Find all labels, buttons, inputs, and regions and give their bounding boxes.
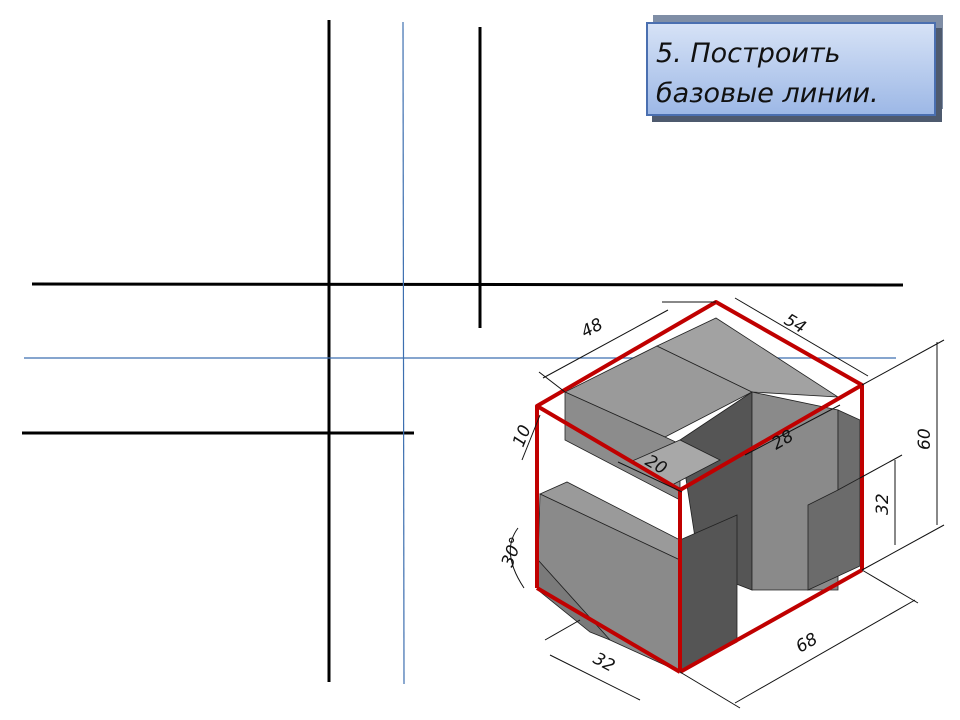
dim-ext-60a <box>861 339 945 386</box>
dim-label-68: 68 <box>793 629 822 657</box>
bbox-bottom-right <box>679 568 863 674</box>
part-front-dark <box>679 514 738 673</box>
part-right-lower <box>807 477 861 591</box>
slide-title-line-1: 5. Построить <box>656 38 841 69</box>
dim-label-48: 48 <box>578 315 607 343</box>
part-right-step <box>837 409 861 491</box>
dim-ext-68b <box>861 569 919 604</box>
dim-line-20 <box>617 461 683 493</box>
bbox-bottom-left <box>535 586 682 674</box>
dim-ext-68a <box>679 671 741 709</box>
dimension-lines <box>509 297 945 709</box>
dim-label-60: 60 <box>915 428 935 450</box>
dim-label-32-bottom: 32 <box>590 649 618 677</box>
dim-line-28 <box>744 404 841 456</box>
vertical-axis-line <box>402 21 405 685</box>
isometric-part <box>537 317 861 673</box>
dim-ext-48a <box>538 371 566 393</box>
dim-ext-32h <box>859 454 903 479</box>
construction-lines <box>22 20 904 682</box>
slide-title-box: 5. Построить базовые линии. <box>646 22 936 116</box>
dim-ext-60b <box>861 524 945 571</box>
slide-title-line-2: базовые линии. <box>656 78 879 109</box>
dim-line-48 <box>542 309 669 379</box>
dim-line-10 <box>521 414 541 461</box>
dim-label-32-height: 32 <box>873 493 893 515</box>
dim-label-10: 10 <box>509 422 536 450</box>
dim-line-32b <box>549 654 641 701</box>
dim-line-68 <box>734 599 916 704</box>
horizontal-base-line-1 <box>31 282 904 287</box>
dim-ext-32b <box>544 619 581 641</box>
dim-label-30deg: 30° <box>498 535 527 570</box>
dim-arc-30deg <box>509 527 525 589</box>
dim-line-54 <box>734 297 869 377</box>
dim-label-54: 54 <box>781 310 810 338</box>
